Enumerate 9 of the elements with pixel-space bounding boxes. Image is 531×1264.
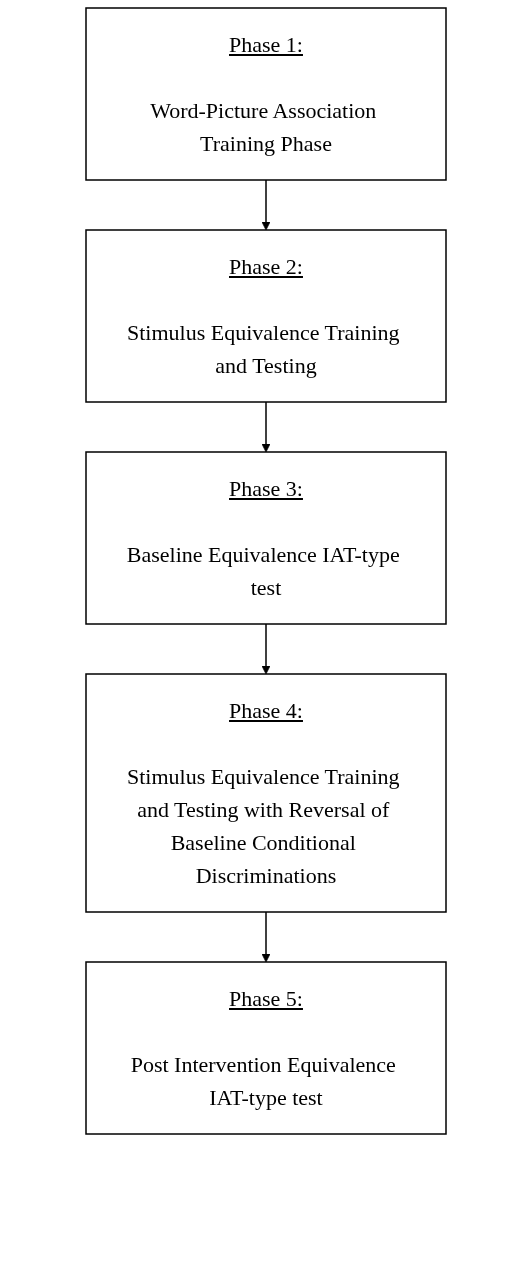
node-box: Phase 1: Word-Picture Association Training Phase (84, 7, 447, 181)
node-box: Phase 5: Post Intervention Equivalence IAT-type test (84, 961, 447, 1135)
arrow (261, 401, 270, 453)
node-box: Phase 2: Stimulus Equivalence Training and Testing (84, 229, 447, 403)
arrow (261, 179, 270, 231)
node-box: Phase 3: Baseline Equivalence IAT-type test (84, 451, 447, 625)
arrow (261, 623, 270, 675)
arrow (261, 911, 270, 963)
node-box: Phase 4: Stimulus Equivalence Training and Testing with Reversal of Baseline Conditional Discriminations (84, 673, 447, 913)
